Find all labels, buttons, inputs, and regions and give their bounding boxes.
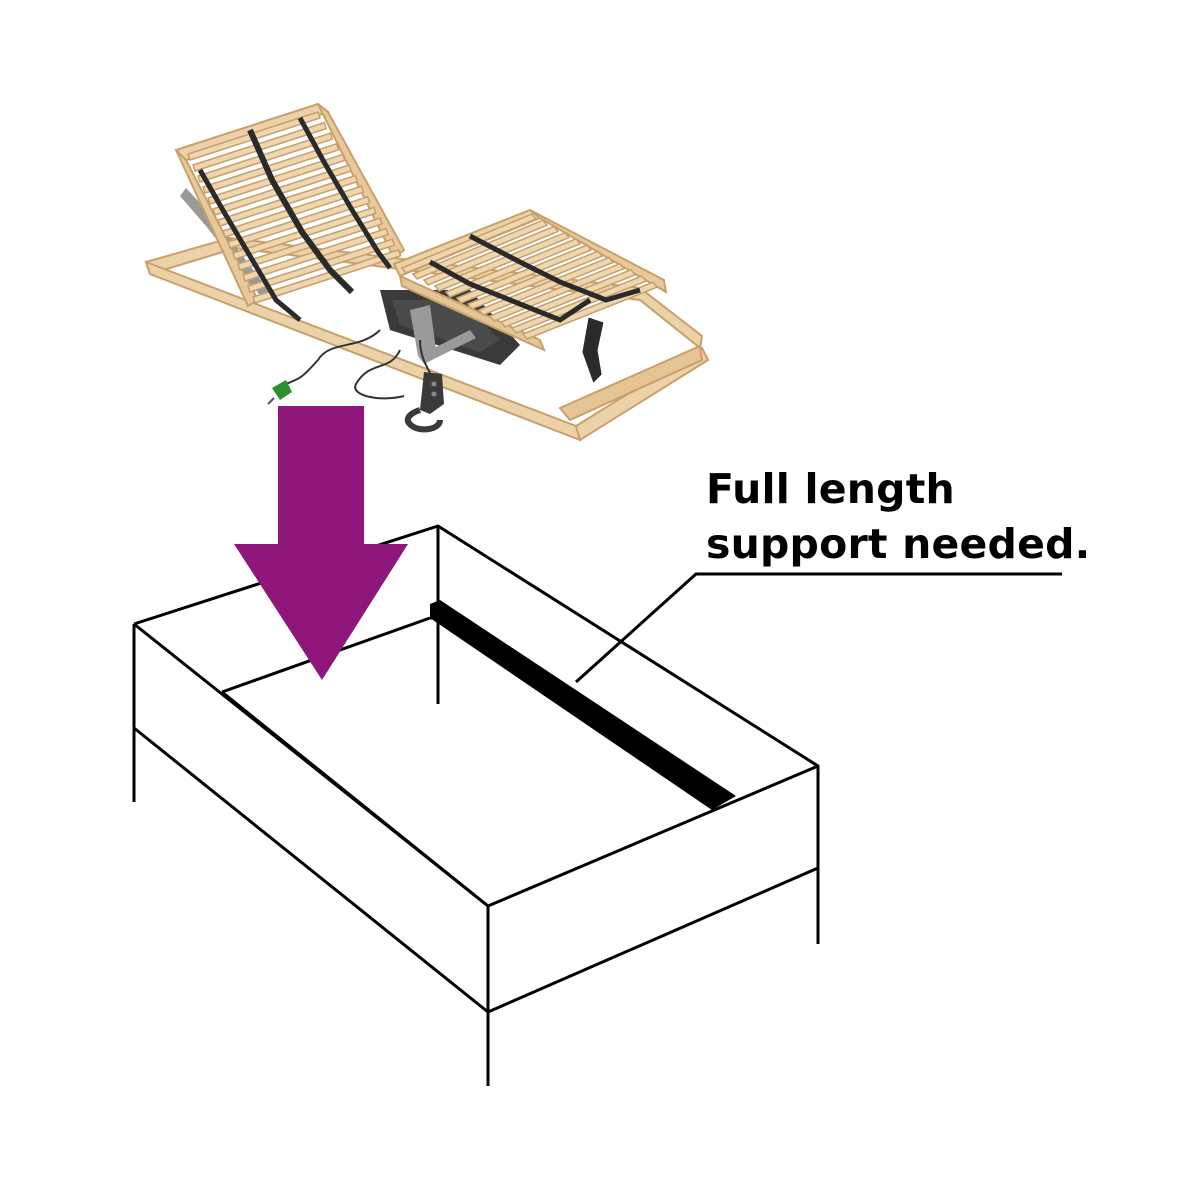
callout-leader-line <box>574 572 1062 684</box>
slat <box>212 164 352 216</box>
center-support-beam <box>430 600 736 810</box>
slat <box>252 248 402 304</box>
slatted-bed-base-image <box>144 102 710 442</box>
motor-mechanism <box>180 188 520 365</box>
slat <box>455 244 593 304</box>
slat <box>411 219 549 280</box>
remote-control <box>404 372 444 433</box>
slat <box>202 142 340 194</box>
down-arrow-icon <box>234 406 408 680</box>
slat <box>422 225 560 286</box>
slat <box>433 231 571 292</box>
callout-line-2: support needed. <box>706 520 1091 568</box>
callout-line-1: Full length <box>706 465 955 513</box>
slat <box>217 174 359 227</box>
slat <box>207 153 346 205</box>
slat <box>400 213 538 274</box>
slat <box>499 268 637 328</box>
slat <box>444 237 582 298</box>
slat <box>247 238 396 293</box>
power-plug <box>267 380 292 405</box>
support-callout: Full length support needed. <box>706 462 1146 572</box>
leg-section <box>392 208 668 383</box>
head-section <box>174 102 406 322</box>
